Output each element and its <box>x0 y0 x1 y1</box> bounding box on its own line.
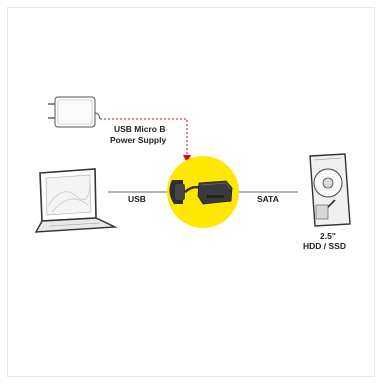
laptop-icon <box>36 169 115 232</box>
drive-size-label: 2.5" <box>320 231 336 241</box>
sata-label: SATA <box>257 194 279 204</box>
drive-type-label: HDD / SSD <box>303 241 346 251</box>
power-adapter-icon <box>48 97 100 127</box>
power-supply-label-line2: Power Supply <box>110 135 166 145</box>
hard-drive-icon <box>310 154 350 226</box>
usb-sata-adapter-icon <box>169 180 232 204</box>
power-supply-label-line1: USB Micro B <box>114 124 165 134</box>
usb-label: USB <box>128 194 146 204</box>
